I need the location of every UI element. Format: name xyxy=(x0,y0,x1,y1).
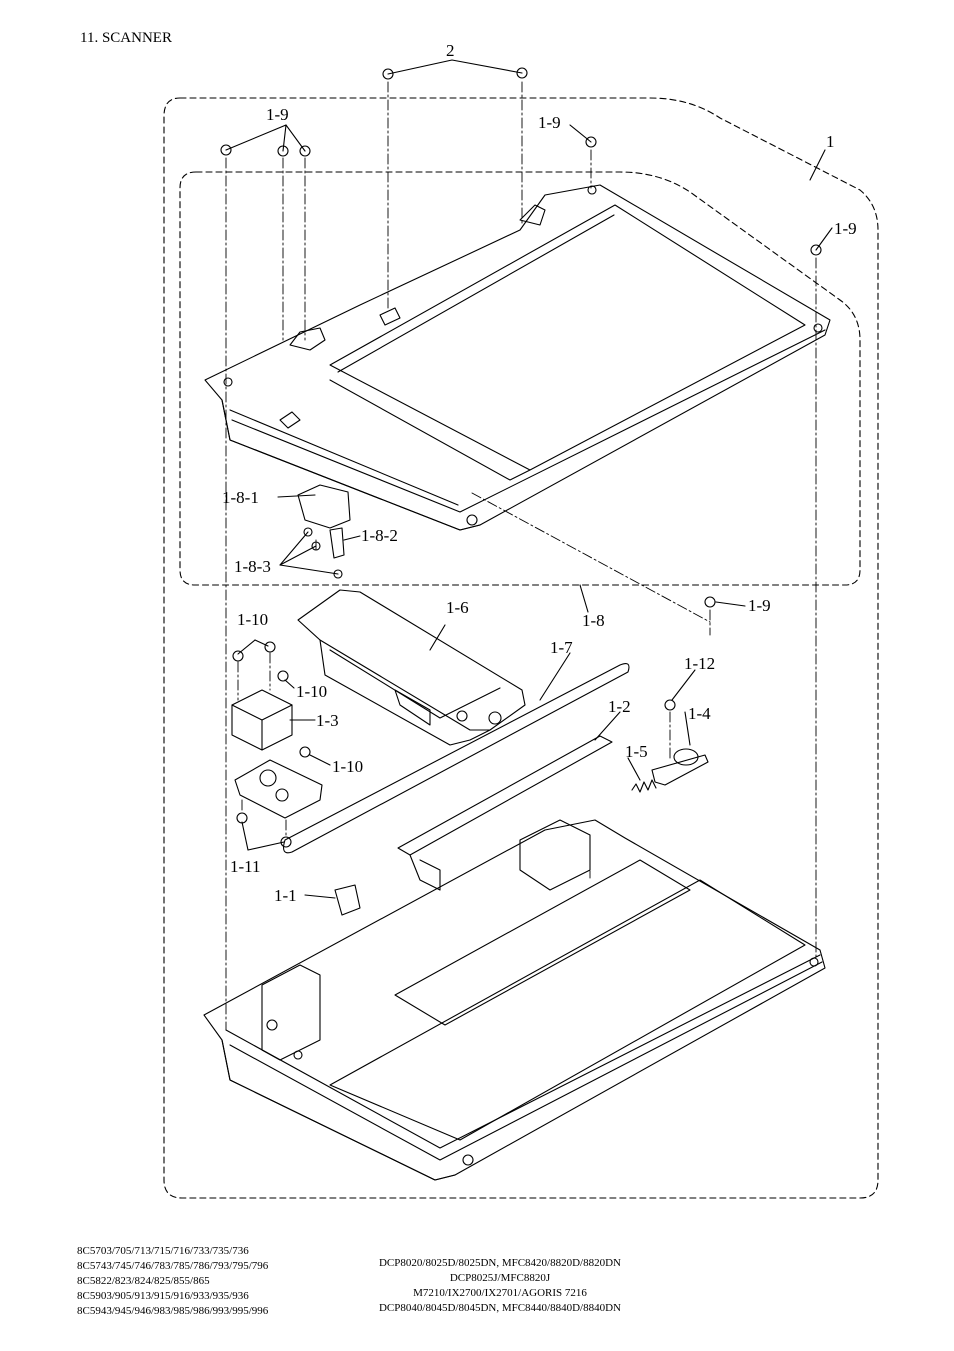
label-part-1-1: 1-1 xyxy=(274,886,297,905)
sensor-assembly xyxy=(297,484,351,579)
label-part-1-8-1: 1-8-1 xyxy=(222,488,259,507)
label-part-1-10: 1-10 xyxy=(296,682,327,701)
model-code-line: 8C5822/823/824/825/855/865 xyxy=(77,1275,210,1287)
label-part-1-5: 1-5 xyxy=(625,742,648,761)
assembly-boundary-inner xyxy=(179,171,861,586)
model-code-line: 8C5743/745/746/783/785/786/793/795/796 xyxy=(77,1260,269,1272)
label-part-1-9: 1-9 xyxy=(748,596,771,615)
model-name-line: DCP8020/8025D/8025DN, MFC8420/8820D/8820… xyxy=(378,1257,622,1269)
assembly-boundary-outer xyxy=(163,97,879,1199)
model-code-line: 8C5943/945/946/983/985/986/993/995/996 xyxy=(77,1305,269,1317)
label-part-1: 1 xyxy=(826,132,835,151)
label-part-1-11: 1-11 xyxy=(230,857,261,876)
label-part-1-6: 1-6 xyxy=(446,598,469,617)
flat-cable xyxy=(397,735,613,891)
guide-lines xyxy=(225,81,817,1031)
timing-belt xyxy=(283,663,630,854)
scanner-top-cover xyxy=(204,184,831,531)
label-part-1-9: 1-9 xyxy=(538,113,561,132)
leader-lines xyxy=(225,59,833,899)
label-part-1-8-2: 1-8-2 xyxy=(361,526,398,545)
label-part-1-3: 1-3 xyxy=(316,711,339,730)
tension-spring xyxy=(631,779,657,793)
label-part-1-10: 1-10 xyxy=(237,610,268,629)
model-name-line: M7210/IX2700/IX2701/AGORIS 7216 xyxy=(413,1287,587,1299)
model-codes-list: 8C5703/705/713/715/716/733/735/736 8C574… xyxy=(77,1244,268,1319)
label-part-1-10: 1-10 xyxy=(332,757,363,776)
label-part-1-9: 1-9 xyxy=(834,219,857,238)
model-names-list: DCP8020/8025D/8025DN, MFC8420/8820D/8820… xyxy=(350,1256,650,1316)
model-code-line: 8C5903/905/913/915/916/933/935/936 xyxy=(77,1290,249,1302)
idler-pulley xyxy=(651,748,709,786)
label-part-1-7: 1-7 xyxy=(550,638,573,657)
label-part-1-12: 1-12 xyxy=(684,654,715,673)
scanner-base-frame xyxy=(203,819,826,1181)
label-part-1-9: 1-9 xyxy=(266,105,289,124)
model-name-line: DCP8025J/MFC8820J xyxy=(449,1272,551,1284)
label-part-2: 2 xyxy=(446,41,455,60)
model-code-line: 8C5703/705/713/715/716/733/735/736 xyxy=(77,1245,249,1257)
label-part-1-8: 1-8 xyxy=(582,611,605,630)
label-part-1-2: 1-2 xyxy=(608,697,631,716)
model-name-line: DCP8040/8045D/8045DN, MFC8440/8840D/8840… xyxy=(378,1302,622,1314)
label-part-1-4: 1-4 xyxy=(688,704,711,723)
scanner-carriage xyxy=(297,589,526,746)
label-part-1-8-3: 1-8-3 xyxy=(234,557,271,576)
home-position-sensor xyxy=(334,884,361,916)
scanner-motor xyxy=(231,689,323,819)
page-title: 11. SCANNER xyxy=(80,30,172,46)
screw-group xyxy=(220,67,822,848)
